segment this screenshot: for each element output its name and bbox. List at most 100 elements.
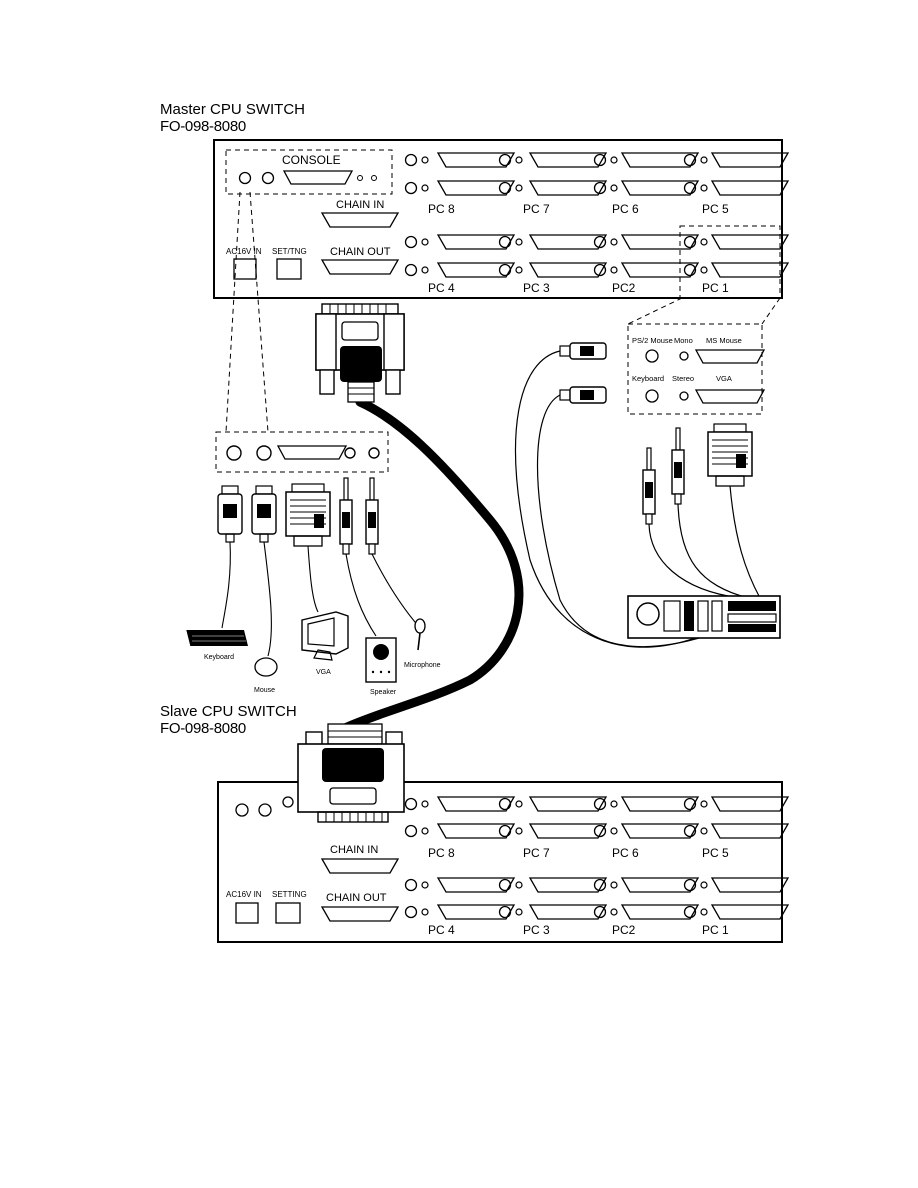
slave-port-indicator [404, 905, 429, 919]
slave-port-label-pc4: PC 4 [428, 923, 455, 937]
slave-setting-button [275, 902, 301, 924]
slave-switch-title: Slave CPU SWITCH FO-098-8080 [160, 703, 297, 737]
master-port-label-pc4: PC 4 [428, 281, 455, 295]
slave-power-label: AC16V IN [226, 890, 262, 899]
slave-port-label-pc3: PC 3 [523, 923, 550, 937]
slave-port-connector [711, 904, 789, 920]
keyboard-label: Keyboard [204, 654, 234, 661]
slave-chain-in-label: CHAIN IN [330, 844, 378, 856]
slave-port-connector [711, 877, 789, 893]
slave-switch-panel: CHAIN IN CHAIN OUT AC16V IN SETTING PC 8 [217, 781, 789, 943]
master-console-audio-port-1 [357, 175, 363, 181]
vga-label: VGA [316, 669, 331, 676]
pc1-keyboard-plug [559, 386, 607, 404]
slave-chain-out-label: CHAIN OUT [326, 892, 387, 904]
slave-pc-ports: PC 8 PC 7 PC 6 PC 5 PC 4 PC 3 PC2 PC 1 [404, 796, 789, 937]
mouse-cable [263, 541, 272, 657]
pc1-speaker-cable [677, 503, 749, 599]
keyboard-cable [221, 541, 231, 629]
console-mic-plug [339, 477, 353, 555]
pc1-vga-cable [729, 485, 761, 599]
slave-power-socket [235, 902, 259, 924]
pc1-detail-ps2-port [645, 349, 659, 363]
console-leader-right [249, 191, 269, 433]
slave-port-indicator [593, 824, 618, 838]
mouse-device [254, 657, 278, 677]
master-pc1-highlight [679, 225, 781, 299]
speaker-cable [371, 553, 421, 629]
console-mouse-plug [251, 485, 277, 543]
speaker-device [365, 637, 397, 683]
master-console-mouse-port [261, 171, 275, 185]
master-port-label-pc7: PC 7 [523, 202, 550, 216]
mic-cable [345, 553, 377, 637]
pc1-detail-keyboard-port [645, 389, 659, 403]
master-power-label: AC16V IN [226, 247, 262, 256]
microphone-label: Microphone [404, 662, 441, 669]
vga-cable [307, 545, 319, 613]
slave-port-label-pc8: PC 8 [428, 846, 455, 860]
slave-switch-name: Slave CPU SWITCH [160, 703, 297, 720]
pc-back-panel [627, 595, 781, 639]
slave-setting-label: SETTING [272, 890, 307, 899]
slave-console-port-2 [258, 803, 272, 817]
slave-port-indicator [593, 797, 618, 811]
master-port-label-pc5: PC 5 [702, 202, 729, 216]
master-console-group [225, 149, 393, 195]
console-speaker-jack [368, 447, 380, 459]
pc1-detail-vga-label: VGA [716, 374, 732, 383]
pc1-detail-ms-mouse-label: MS Mouse [706, 336, 742, 345]
slave-port-label-pc7: PC 7 [523, 846, 550, 860]
pc1-detail-stereo-jack [679, 391, 689, 401]
console-speaker-plug [365, 477, 379, 555]
master-port-label-pc1: PC 1 [702, 281, 729, 295]
slave-switch-model: FO-098-8080 [160, 720, 246, 737]
console-leader-left [225, 191, 241, 433]
pc1-detail-stereo-label: Stereo [672, 374, 694, 383]
speaker-label: Speaker [370, 689, 397, 696]
slave-port-label-pc6: PC 6 [612, 846, 639, 860]
slave-port-label-pc5: PC 5 [702, 846, 729, 860]
slave-port-indicator [404, 797, 429, 811]
pc1-leader-right [761, 297, 781, 325]
slave-port-indicator [593, 905, 618, 919]
master-console-label: CONSOLE [282, 153, 341, 167]
master-port-label-pc6: PC 6 [612, 202, 639, 216]
slave-port-connector [711, 823, 789, 839]
master-console-audio-port-2 [371, 175, 377, 181]
master-switch-title: Master CPU SWITCH FO-098-8080 [160, 101, 305, 135]
pc1-detail-mono-jack [679, 351, 689, 361]
pc1-keyboard-cable [536, 394, 707, 648]
pc1-speaker-plug [671, 427, 685, 505]
slave-chain-in-port [321, 858, 399, 874]
master-chain-in-label: CHAIN IN [336, 199, 384, 211]
microphone-device [414, 618, 426, 651]
console-mouse-port [256, 445, 272, 461]
master-chain-out-label: CHAIN OUT [330, 246, 391, 258]
pc1-mic-cable [648, 523, 741, 599]
pc1-vga-plug [707, 423, 753, 487]
chain-plug-top [315, 303, 405, 403]
master-console-keyboard-port [238, 171, 252, 185]
slave-port-label-pc1: PC 1 [702, 923, 729, 937]
console-vga-plug [285, 483, 331, 547]
slave-port-indicator [593, 878, 618, 892]
mouse-label: Mouse [254, 687, 275, 694]
chain-cable [340, 397, 524, 733]
master-switch-model: FO-098-8080 [160, 118, 246, 135]
pc1-detail-mono-label: Mono [674, 336, 693, 345]
slave-console-port-3 [282, 796, 294, 808]
slave-port-indicator [498, 905, 523, 919]
console-keyboard-port [226, 445, 242, 461]
slave-chain-out-port [321, 906, 399, 922]
slave-port-indicator [498, 878, 523, 892]
pc1-detail-panel: PS/2 Mouse Mono MS Mouse Keyboard Stereo… [627, 323, 765, 415]
console-mic-jack [344, 447, 356, 459]
pc1-leader-left [627, 297, 683, 325]
slave-port-indicator [404, 878, 429, 892]
master-setting-button [276, 258, 302, 280]
master-switch-name: Master CPU SWITCH [160, 101, 306, 118]
slave-port-indicator [404, 824, 429, 838]
slave-port-connector [711, 796, 789, 812]
